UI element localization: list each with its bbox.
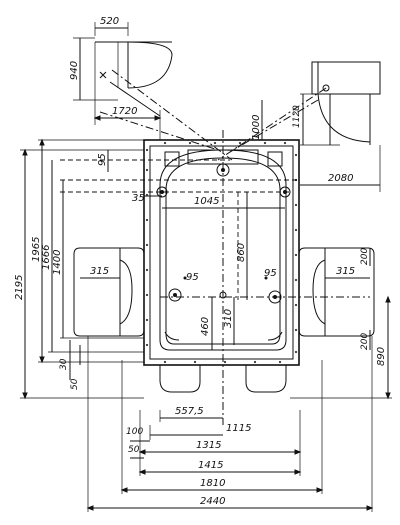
dim-35: 35 xyxy=(132,193,145,204)
dim-860: 860 xyxy=(236,243,247,262)
dim-200-bottom: 200 xyxy=(360,333,370,350)
dim-460: 460 xyxy=(200,317,211,336)
dim-1810: 1810 xyxy=(200,478,225,489)
dim-315-right: 315 xyxy=(336,266,355,277)
diagonal-line-right-2 xyxy=(229,99,319,153)
dimension-lines xyxy=(20,94,392,512)
dim-940: 940 xyxy=(69,61,80,80)
dim-200-top: 200 xyxy=(360,248,370,265)
diagonal-line-right xyxy=(217,87,327,161)
dim-100: 100 xyxy=(126,427,143,437)
dim-2440: 2440 xyxy=(200,496,225,507)
dim-1400: 1400 xyxy=(52,250,63,275)
dim-50-left: 50 xyxy=(70,378,80,390)
dim-1666: 1666 xyxy=(41,245,52,270)
bottom-feet xyxy=(159,365,287,393)
dim-1415: 1415 xyxy=(198,460,223,471)
side-block-right xyxy=(298,247,375,337)
door-swing-top-left xyxy=(73,22,173,125)
dim-1720: 1720 xyxy=(112,106,137,117)
dim-890: 890 xyxy=(376,347,387,366)
dim-95-left: 95 xyxy=(186,272,199,283)
dim-520: 520 xyxy=(100,16,119,27)
dim-557-5: 557,5 xyxy=(175,406,204,417)
dim-50-bottom: 50 xyxy=(128,445,140,455)
dim-1115: 1115 xyxy=(226,423,251,434)
room-walls xyxy=(143,139,300,366)
dim-95-right: 95 xyxy=(264,268,277,279)
dimension-labels: 520 940 1720 1000 1120 95 2080 35 1045 2… xyxy=(14,16,387,507)
dimension-ticks xyxy=(22,115,391,511)
diagonal-line-left xyxy=(111,69,233,161)
dim-2080: 2080 xyxy=(328,173,353,184)
dim-315-left: 315 xyxy=(90,266,109,277)
side-block-left xyxy=(73,247,145,337)
dim-1120: 1120 xyxy=(292,105,302,128)
dim-95-top: 95 xyxy=(97,153,108,166)
dim-1000: 1000 xyxy=(251,115,262,140)
dim-1315: 1315 xyxy=(196,440,221,451)
dim-30: 30 xyxy=(59,358,69,370)
dim-1045: 1045 xyxy=(194,196,219,207)
dim-310: 310 xyxy=(223,309,234,328)
dim-1965: 1965 xyxy=(31,237,42,262)
dim-2195: 2195 xyxy=(14,275,25,300)
